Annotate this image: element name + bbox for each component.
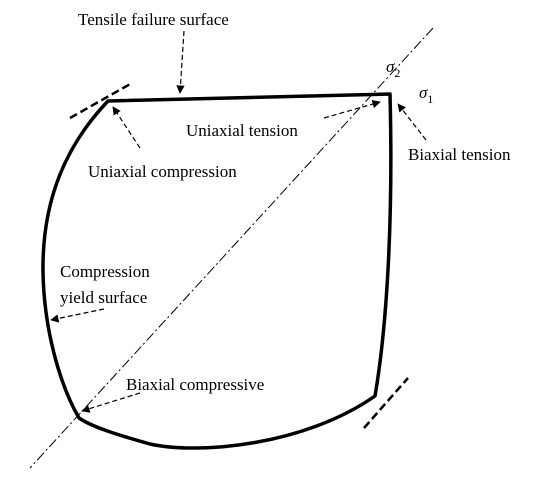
arrow-compression-yield [50,308,105,323]
label-sigma1: σ1 [419,83,433,106]
label-tensile-failure-surface: Tensile failure surface [78,10,229,29]
label-uniaxial-tension: Uniaxial tension [186,121,298,140]
label-compression-yield-line1: Compression [60,262,150,281]
tangent-line-bottom-right [363,377,409,429]
sigma1-subscript: 1 [427,92,433,106]
diagonal-axis-line [29,27,434,469]
label-uniaxial-compression: Uniaxial compression [88,162,237,181]
sigma2-symbol: σ [386,57,395,76]
arrow-uniaxial-compression [112,106,141,149]
sigma2-subscript: 2 [394,66,400,80]
label-sigma2: σ2 [386,57,400,80]
arrow-uniaxial-tension [323,100,381,119]
label-compression-yield-line2: yield surface [60,288,147,307]
arrow-biaxial-compressive [81,392,141,413]
label-biaxial-compressive: Biaxial compressive [126,375,264,394]
failure-surface-outline [41,92,393,450]
label-biaxial-tension: Biaxial tension [408,145,511,164]
arrow-tensile-failure [176,30,185,94]
arrow-biaxial-tension [397,103,427,141]
sigma1-symbol: σ [419,83,428,102]
